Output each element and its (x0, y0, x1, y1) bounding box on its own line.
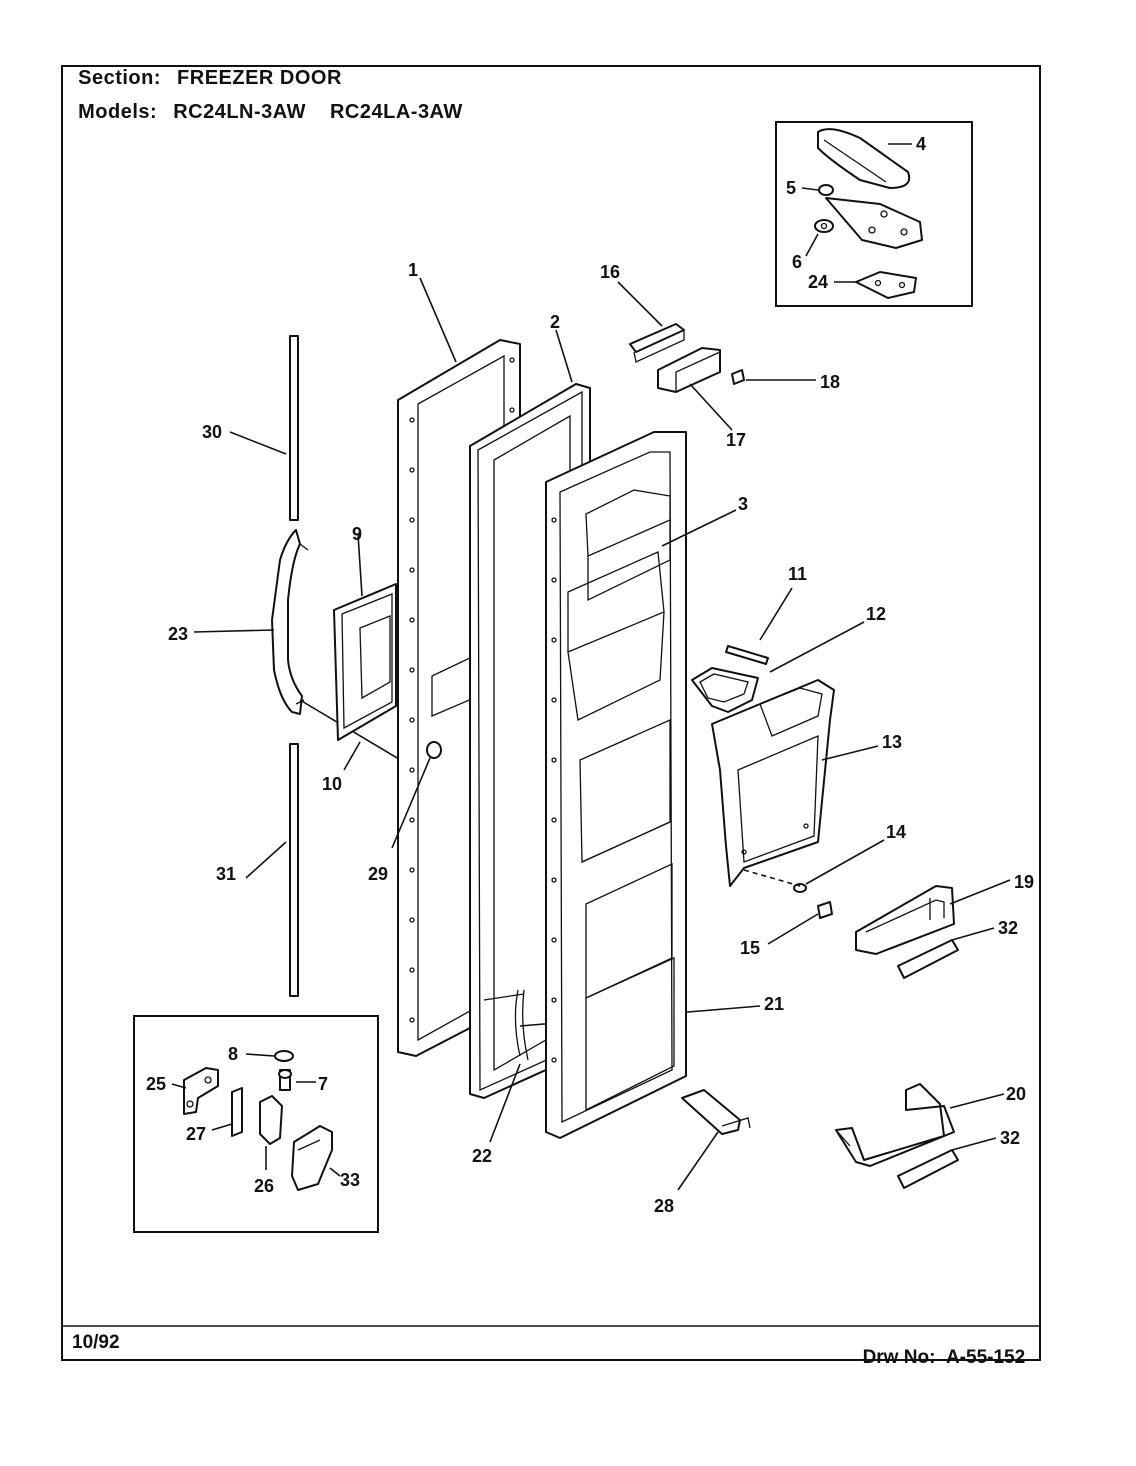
callout-18: 18 (820, 372, 840, 392)
models-label: Models: (78, 101, 158, 123)
drawing-number-block: Drw No: A-55-152 (852, 1325, 1026, 1369)
lower-hinge-plate (183, 1067, 219, 1115)
lower-hinge-washer (274, 1050, 294, 1062)
lower-trim-strip (289, 743, 299, 997)
callout-26: 26 (254, 1176, 274, 1196)
callout-14: 14 (886, 822, 906, 842)
callout-10: 10 (322, 774, 342, 794)
callout-4: 4 (916, 134, 926, 154)
callout-1: 1 (408, 260, 418, 280)
door-wire-harness (514, 989, 529, 1061)
callout-2: 2 (550, 312, 560, 332)
door-emblem-panel (333, 583, 397, 741)
callout-32-lower: 32 (1000, 1128, 1020, 1148)
callout-6: 6 (792, 252, 802, 272)
model-2: RC24LA-3AW (329, 101, 463, 123)
callout-25: 25 (146, 1074, 166, 1094)
section-header: Section: FREEZER DOOR (66, 44, 342, 90)
callout-21: 21 (764, 994, 784, 1014)
hinge-shim (855, 271, 917, 299)
drawing-number-label: Drw No: (862, 1347, 936, 1368)
callout-27: 27 (186, 1124, 206, 1144)
callout-33: 33 (340, 1170, 360, 1190)
dispenser-housing (711, 679, 835, 887)
housing-washer (793, 883, 807, 893)
lower-dispenser-trim (835, 1083, 955, 1167)
upper-trim-label (897, 939, 959, 979)
section-value: FREEZER DOOR (177, 67, 342, 89)
callout-32-upper: 32 (998, 918, 1018, 938)
callout-3: 3 (738, 494, 748, 514)
model-1: RC24LN-3AW (173, 101, 306, 123)
callout-28: 28 (654, 1196, 674, 1216)
callout-9: 9 (352, 524, 362, 544)
callout-23: 23 (168, 624, 188, 644)
drawing-number: A-55-152 (945, 1347, 1026, 1368)
models-header: Models: RC24LN-3AW RC24LA-3AW (66, 78, 463, 124)
callout-16: 16 (600, 262, 620, 282)
callout-31: 31 (216, 864, 236, 884)
door-stop-plug (426, 741, 442, 759)
upper-trim-strip (289, 335, 299, 521)
callout-15: 15 (740, 938, 760, 958)
callout-29: 29 (368, 864, 388, 884)
lower-hinge-inset-box (133, 1015, 379, 1233)
hinge-bushing (814, 219, 834, 233)
callout-24: 24 (808, 272, 828, 292)
drawing-date: 10/92 (72, 1332, 120, 1353)
callout-17: 17 (726, 430, 746, 450)
hinge-inset-box (775, 121, 973, 307)
callout-30: 30 (202, 422, 222, 442)
lower-trim-label (897, 1149, 959, 1189)
upper-dispenser-trim (855, 885, 955, 955)
lower-hinge-shim (231, 1087, 243, 1137)
callout-19: 19 (1014, 872, 1034, 892)
callout-5: 5 (786, 178, 796, 198)
lower-hinge-pin (278, 1069, 292, 1091)
callout-13: 13 (882, 732, 902, 752)
callout-11: 11 (788, 564, 807, 584)
hinge-plate (818, 184, 923, 249)
hinge-screw (731, 369, 745, 385)
dispenser-funnel (691, 667, 759, 713)
dispenser-actuator (681, 1089, 751, 1135)
hinge-cover (817, 128, 911, 189)
door-handle (271, 529, 309, 715)
section-label: Section: (78, 67, 162, 89)
lower-hinge-bracket (259, 1095, 283, 1145)
door-liner (545, 431, 687, 1139)
upper-hinge-bracket (629, 323, 685, 363)
callout-8: 8 (228, 1044, 238, 1064)
callout-22: 22 (472, 1146, 492, 1166)
dispenser-spring (725, 645, 769, 665)
callout-20: 20 (1006, 1084, 1026, 1104)
callout-7: 7 (318, 1074, 328, 1094)
drawing-border (61, 65, 1041, 1361)
housing-screw (817, 901, 833, 919)
callout-12: 12 (866, 604, 886, 624)
lower-hinge-cover (291, 1125, 333, 1191)
hinge-bracket-cover (657, 347, 721, 393)
